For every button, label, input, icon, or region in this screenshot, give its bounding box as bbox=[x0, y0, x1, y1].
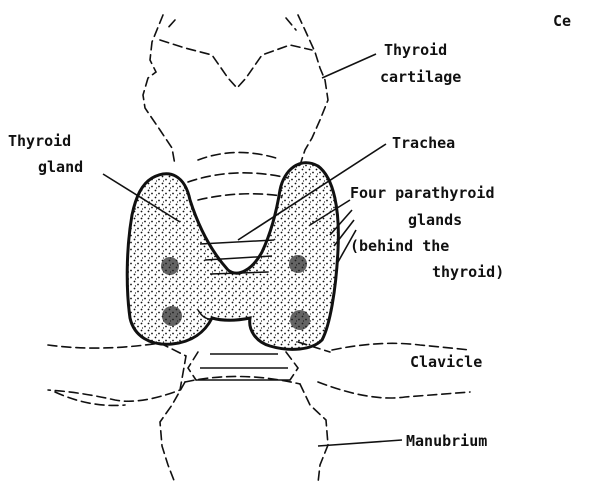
leader-thyroid-cartilage bbox=[322, 54, 376, 78]
label-manubrium: Manubrium bbox=[406, 432, 487, 450]
manubrium-outline bbox=[160, 376, 328, 483]
label-thyroid-cartilage-2: cartilage bbox=[380, 68, 461, 86]
label-thyroid-gland-1: Thyroid bbox=[8, 132, 71, 150]
thyroid-gland bbox=[127, 163, 338, 350]
thyroid-cartilage-outline bbox=[143, 15, 328, 165]
label-parathyroid-4: thyroid) bbox=[432, 263, 504, 281]
label-trachea: Trachea bbox=[392, 134, 455, 152]
label-clavicle: Clavicle bbox=[410, 353, 482, 371]
label-parathyroid-1: Four parathyroid bbox=[350, 184, 495, 202]
leader-manubrium bbox=[318, 440, 402, 446]
clavicle-outline bbox=[48, 342, 470, 405]
label-corner-text: Ce bbox=[553, 12, 571, 30]
parathyroid-node bbox=[162, 306, 182, 326]
label-parathyroid-2: glands bbox=[408, 211, 462, 229]
parathyroid-node bbox=[289, 255, 307, 273]
label-parathyroid-3: (behind the bbox=[350, 237, 449, 255]
label-thyroid-gland-2: gland bbox=[38, 158, 83, 176]
parathyroid-node bbox=[290, 310, 310, 330]
label-thyroid-cartilage-1: Thyroid bbox=[384, 41, 447, 59]
parathyroid-node bbox=[161, 257, 179, 275]
